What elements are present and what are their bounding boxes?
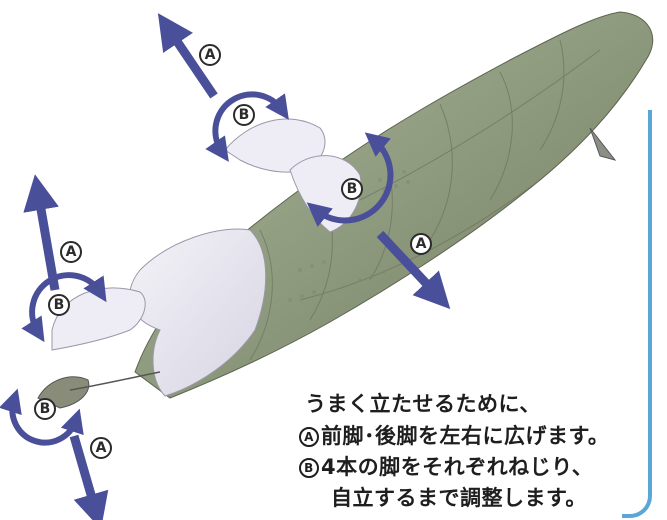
spread-arrows xyxy=(23,13,451,520)
arrow-a-rear-upper xyxy=(23,174,60,291)
arrow-a-front-upper xyxy=(157,13,218,99)
label-a-front-upper: A xyxy=(199,44,221,66)
label-a-front-lower: A xyxy=(410,233,432,255)
label-b-rear-upper: B xyxy=(48,294,70,316)
model-belly xyxy=(129,228,267,397)
arrow-a-front-lower xyxy=(376,230,451,310)
label-b-rear-lower: B xyxy=(34,398,56,420)
arrow-a-rear-lower xyxy=(69,434,109,520)
circled-a-mark: A xyxy=(299,427,319,447)
label-a-rear-lower: A xyxy=(90,437,112,459)
circled-b-mark: B xyxy=(299,458,319,478)
label-b-front-upper: B xyxy=(233,104,255,126)
tail-fin xyxy=(589,127,617,161)
arrow-b-front-lower xyxy=(306,132,394,227)
twist-arrows xyxy=(0,91,394,446)
arrow-b-rear-upper xyxy=(21,272,107,343)
caption-line-1: うまく立たせるために、 xyxy=(305,392,541,416)
blue-bracket-divider xyxy=(622,110,652,518)
label-a-rear-upper: A xyxy=(60,241,82,263)
label-b-front-lower: B xyxy=(341,178,363,200)
arrow-b-rear-lower xyxy=(0,388,84,446)
caption-line-4: 自立するまで調整します。 xyxy=(331,486,587,510)
arrow-b-front-upper xyxy=(205,91,289,162)
